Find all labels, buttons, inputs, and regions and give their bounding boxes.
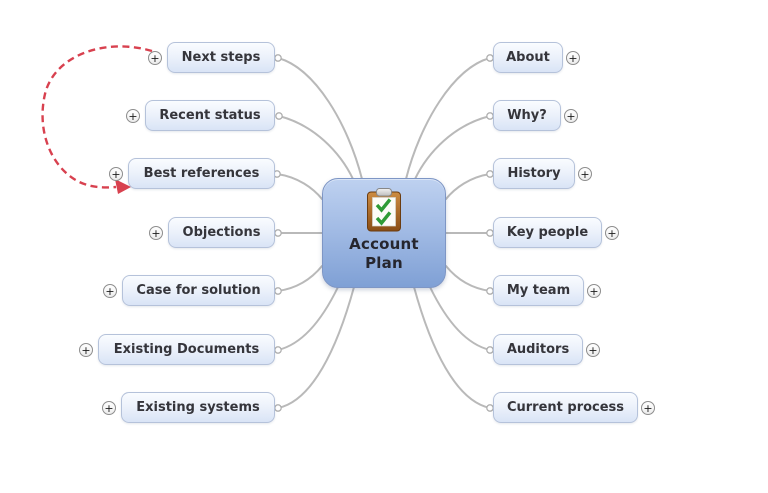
topic-label: My team [506, 283, 571, 298]
topic-label: Recent status [159, 108, 261, 123]
topic-label: Best references [143, 166, 260, 181]
expand-button-key-people[interactable]: + [605, 226, 619, 240]
topic-recent-status[interactable]: Recent status [145, 100, 275, 131]
topic-existing-systems[interactable]: Existing systems [121, 392, 275, 423]
topic-label: Case for solution [136, 283, 261, 298]
connector-curve-my-team [445, 265, 491, 292]
expand-button-about[interactable]: + [566, 51, 580, 65]
topic-key-people[interactable]: Key people [493, 217, 602, 248]
topic-label: Objections [182, 225, 261, 240]
expand-button-recent-status[interactable]: + [126, 109, 140, 123]
central-topic[interactable]: Account Plan [322, 178, 446, 288]
topic-label: Why? [507, 108, 547, 123]
topic-why[interactable]: Why? [493, 100, 561, 131]
central-topic-label-line1: Account [349, 235, 419, 253]
topic-existing-documents[interactable]: Existing Documents [98, 334, 275, 365]
expand-button-existing-systems[interactable]: + [102, 401, 116, 415]
expand-button-auditors[interactable]: + [586, 343, 600, 357]
connector-curve-history [445, 173, 491, 200]
topic-connector-curves [276, 57, 491, 409]
connector-curve-best-references [276, 173, 323, 200]
relationship-arrowhead-icon [115, 179, 131, 194]
expand-button-history[interactable]: + [578, 167, 592, 181]
expand-button-why[interactable]: + [564, 109, 578, 123]
connector-curve-existing-documents [277, 286, 339, 351]
connector-curve-existing-systems [277, 286, 355, 409]
relationship-curve[interactable] [41, 45, 153, 189]
topic-label: Auditors [506, 342, 570, 357]
topic-label: About [506, 50, 550, 65]
connector-curve-auditors [429, 286, 491, 351]
connector-curve-why [414, 115, 491, 180]
topic-best-references[interactable]: Best references [128, 158, 275, 189]
expand-button-existing-documents[interactable]: + [79, 343, 93, 357]
topic-auditors[interactable]: Auditors [493, 334, 583, 365]
central-topic-label-line2: Plan [365, 254, 403, 272]
expand-button-objections[interactable]: + [149, 226, 163, 240]
expand-button-best-references[interactable]: + [109, 167, 123, 181]
clipboard-checklist-icon [367, 188, 401, 232]
connector-curve-recent-status [278, 115, 354, 180]
expand-button-next-steps[interactable]: + [148, 51, 162, 65]
topic-label: Key people [506, 225, 589, 240]
topic-label: Next steps [181, 50, 261, 65]
connector-curve-next-steps [277, 57, 363, 180]
topic-label: Current process [506, 400, 625, 415]
topic-label: History [507, 166, 561, 181]
expand-button-my-team[interactable]: + [587, 284, 601, 298]
topic-label: Existing systems [136, 400, 260, 415]
topic-history[interactable]: History [493, 158, 575, 189]
connector-curve-about [405, 57, 491, 180]
topic-my-team[interactable]: My team [493, 275, 584, 306]
topic-about[interactable]: About [493, 42, 563, 73]
connector-curve-case-for-solution [277, 265, 323, 292]
topic-label: Existing Documents [113, 342, 260, 357]
expand-button-case-for-solution[interactable]: + [103, 284, 117, 298]
connector-curve-current-process [413, 286, 491, 409]
relationship-arrow[interactable] [41, 45, 153, 194]
topic-next-steps[interactable]: Next steps [167, 42, 275, 73]
topic-case-for-solution[interactable]: Case for solution [122, 275, 275, 306]
topic-current-process[interactable]: Current process [493, 392, 638, 423]
topic-objections[interactable]: Objections [168, 217, 275, 248]
expand-button-current-process[interactable]: + [641, 401, 655, 415]
central-topic-label: Account Plan [349, 235, 419, 273]
